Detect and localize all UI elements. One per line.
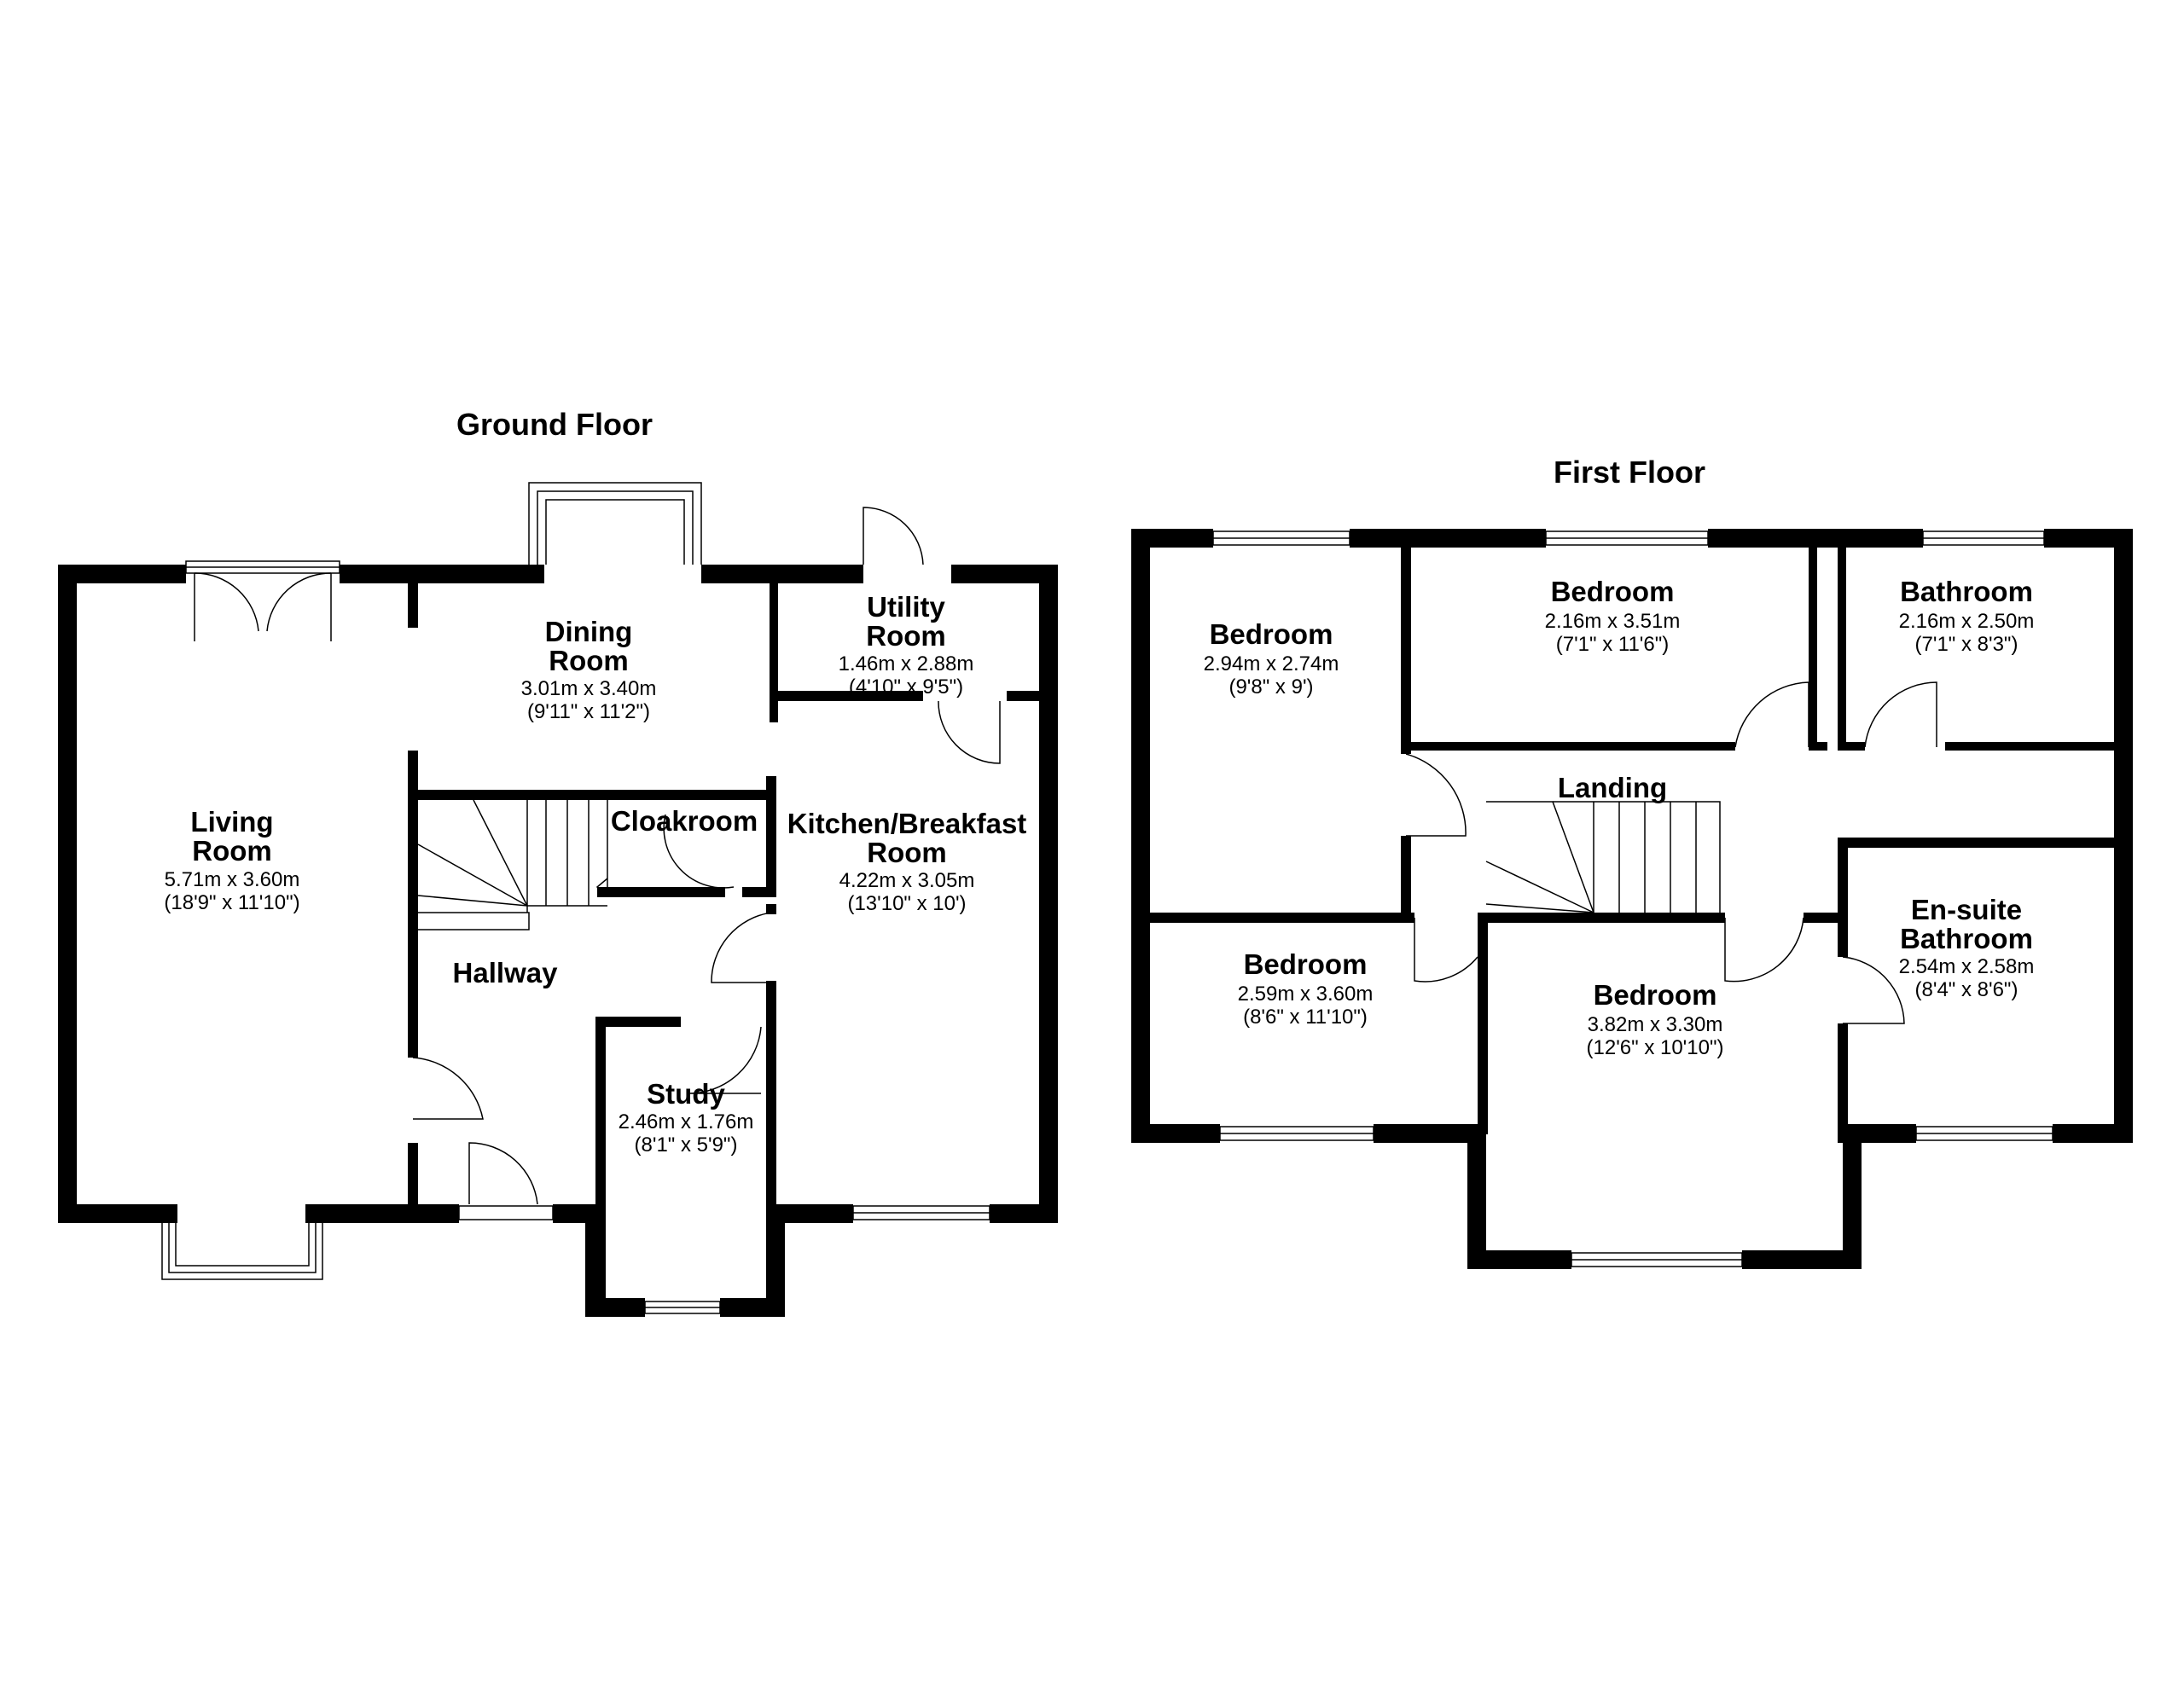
svg-text:Utility: Utility — [867, 591, 945, 623]
room-label-cloakroom: Cloakroom — [611, 805, 758, 837]
svg-text:(8'1" x 5'9"): (8'1" x 5'9") — [635, 1133, 738, 1157]
svg-text:(13'10" x 10'): (13'10" x 10') — [847, 892, 966, 915]
ground-floor-windows — [161, 482, 990, 1314]
svg-text:Bedroom: Bedroom — [1551, 576, 1675, 607]
first-floor-plan: First Floor — [1131, 455, 2133, 1269]
first-floor-stairs — [1485, 801, 1721, 913]
svg-text:Room: Room — [549, 645, 629, 676]
svg-text:Bedroom: Bedroom — [1594, 979, 1717, 1011]
svg-text:Room: Room — [866, 620, 946, 652]
room-label-landing: Landing — [1558, 772, 1667, 803]
svg-text:Room: Room — [192, 835, 272, 867]
svg-text:3.82m x 3.30m: 3.82m x 3.30m — [1588, 1013, 1723, 1036]
first-floor-doors — [1405, 681, 1937, 1024]
ground-floor-plan: Ground Floor — [58, 407, 1058, 1317]
ground-floor-doors — [412, 507, 1001, 1205]
svg-text:(8'4" x 8'6"): (8'4" x 8'6") — [1915, 978, 2018, 1001]
room-label-hallway: Hallway — [453, 957, 559, 988]
room-label-bedroom-1: Bedroom 2.94m x 2.74m (9'8" x 9') — [1204, 618, 1339, 699]
svg-text:2.46m x 1.76m: 2.46m x 1.76m — [619, 1110, 754, 1133]
room-label-bedroom-4: Bedroom 2.59m x 3.60m (8'6" x 11'10") — [1238, 948, 1374, 1029]
svg-text:(4'10" x 9'5"): (4'10" x 9'5") — [849, 675, 963, 699]
svg-text:Cloakroom: Cloakroom — [611, 805, 758, 837]
svg-text:Bathroom: Bathroom — [1900, 576, 2033, 607]
svg-text:Study: Study — [647, 1078, 725, 1110]
room-label-living-room: Living Room 5.71m x 3.60m (18'9" x 11'10… — [164, 806, 299, 914]
first-floor-windows — [1212, 530, 2053, 1267]
ground-floor-walls — [58, 565, 1058, 1317]
svg-text:2.16m x 3.51m: 2.16m x 3.51m — [1545, 610, 1681, 633]
room-label-dining-room: Dining Room 3.01m x 3.40m (9'11" x 11'2"… — [521, 616, 657, 723]
room-label-bathroom: Bathroom 2.16m x 2.50m (7'1" x 8'3") — [1899, 576, 2035, 656]
svg-text:2.16m x 2.50m: 2.16m x 2.50m — [1899, 610, 2035, 633]
room-label-en-suite-bathroom: En-suite Bathroom 2.54m x 2.58m (8'4" x … — [1899, 894, 2035, 1001]
svg-text:Bedroom: Bedroom — [1210, 618, 1333, 650]
svg-text:(12'6" x 10'10"): (12'6" x 10'10") — [1587, 1036, 1724, 1059]
room-label-kitchen-breakfast-room: Kitchen/Breakfast Room 4.22m x 3.05m (13… — [787, 808, 1027, 915]
svg-text:(9'11" x 11'2"): (9'11" x 11'2") — [527, 700, 650, 723]
svg-text:2.94m x 2.74m: 2.94m x 2.74m — [1204, 652, 1339, 675]
svg-text:Bathroom: Bathroom — [1900, 923, 2033, 954]
svg-text:(9'8" x 9'): (9'8" x 9') — [1228, 675, 1313, 699]
svg-text:Living: Living — [190, 806, 273, 838]
svg-text:Landing: Landing — [1558, 772, 1667, 803]
room-label-bedroom-3: Bedroom 3.82m x 3.30m (12'6" x 10'10") — [1587, 979, 1724, 1059]
room-label-study: Study 2.46m x 1.76m (8'1" x 5'9") — [619, 1078, 754, 1157]
svg-text:5.71m x 3.60m: 5.71m x 3.60m — [165, 868, 300, 891]
svg-text:Room: Room — [867, 837, 947, 868]
svg-text:Bedroom: Bedroom — [1244, 948, 1368, 980]
svg-text:4.22m x 3.05m: 4.22m x 3.05m — [839, 869, 975, 892]
first-floor-walls — [1131, 529, 2133, 1269]
svg-text:1.46m x 2.88m: 1.46m x 2.88m — [839, 652, 974, 675]
svg-text:2.59m x 3.60m: 2.59m x 3.60m — [1238, 983, 1374, 1006]
svg-text:(7'1" x 8'3"): (7'1" x 8'3") — [1915, 633, 2018, 656]
svg-text:(8'6" x 11'10"): (8'6" x 11'10") — [1243, 1006, 1368, 1029]
svg-text:(7'1" x 11'6"): (7'1" x 11'6") — [1556, 633, 1669, 656]
svg-text:En-suite: En-suite — [1911, 894, 2022, 925]
svg-text:(18'9" x 11'10"): (18'9" x 11'10") — [164, 891, 299, 914]
ground-floor-title: Ground Floor — [456, 407, 653, 442]
room-label-utility-room: Utility Room 1.46m x 2.88m (4'10" x 9'5"… — [839, 591, 974, 699]
svg-text:3.01m x 3.40m: 3.01m x 3.40m — [521, 677, 657, 700]
first-floor-title: First Floor — [1554, 455, 1705, 490]
svg-text:2.54m x 2.58m: 2.54m x 2.58m — [1899, 955, 2035, 978]
ground-floor-stairs — [417, 799, 608, 930]
svg-text:Hallway: Hallway — [453, 957, 559, 988]
svg-text:Kitchen/Breakfast: Kitchen/Breakfast — [787, 808, 1027, 839]
svg-text:Dining: Dining — [545, 616, 633, 647]
room-label-bedroom-2: Bedroom 2.16m x 3.51m (7'1" x 11'6") — [1545, 576, 1681, 656]
